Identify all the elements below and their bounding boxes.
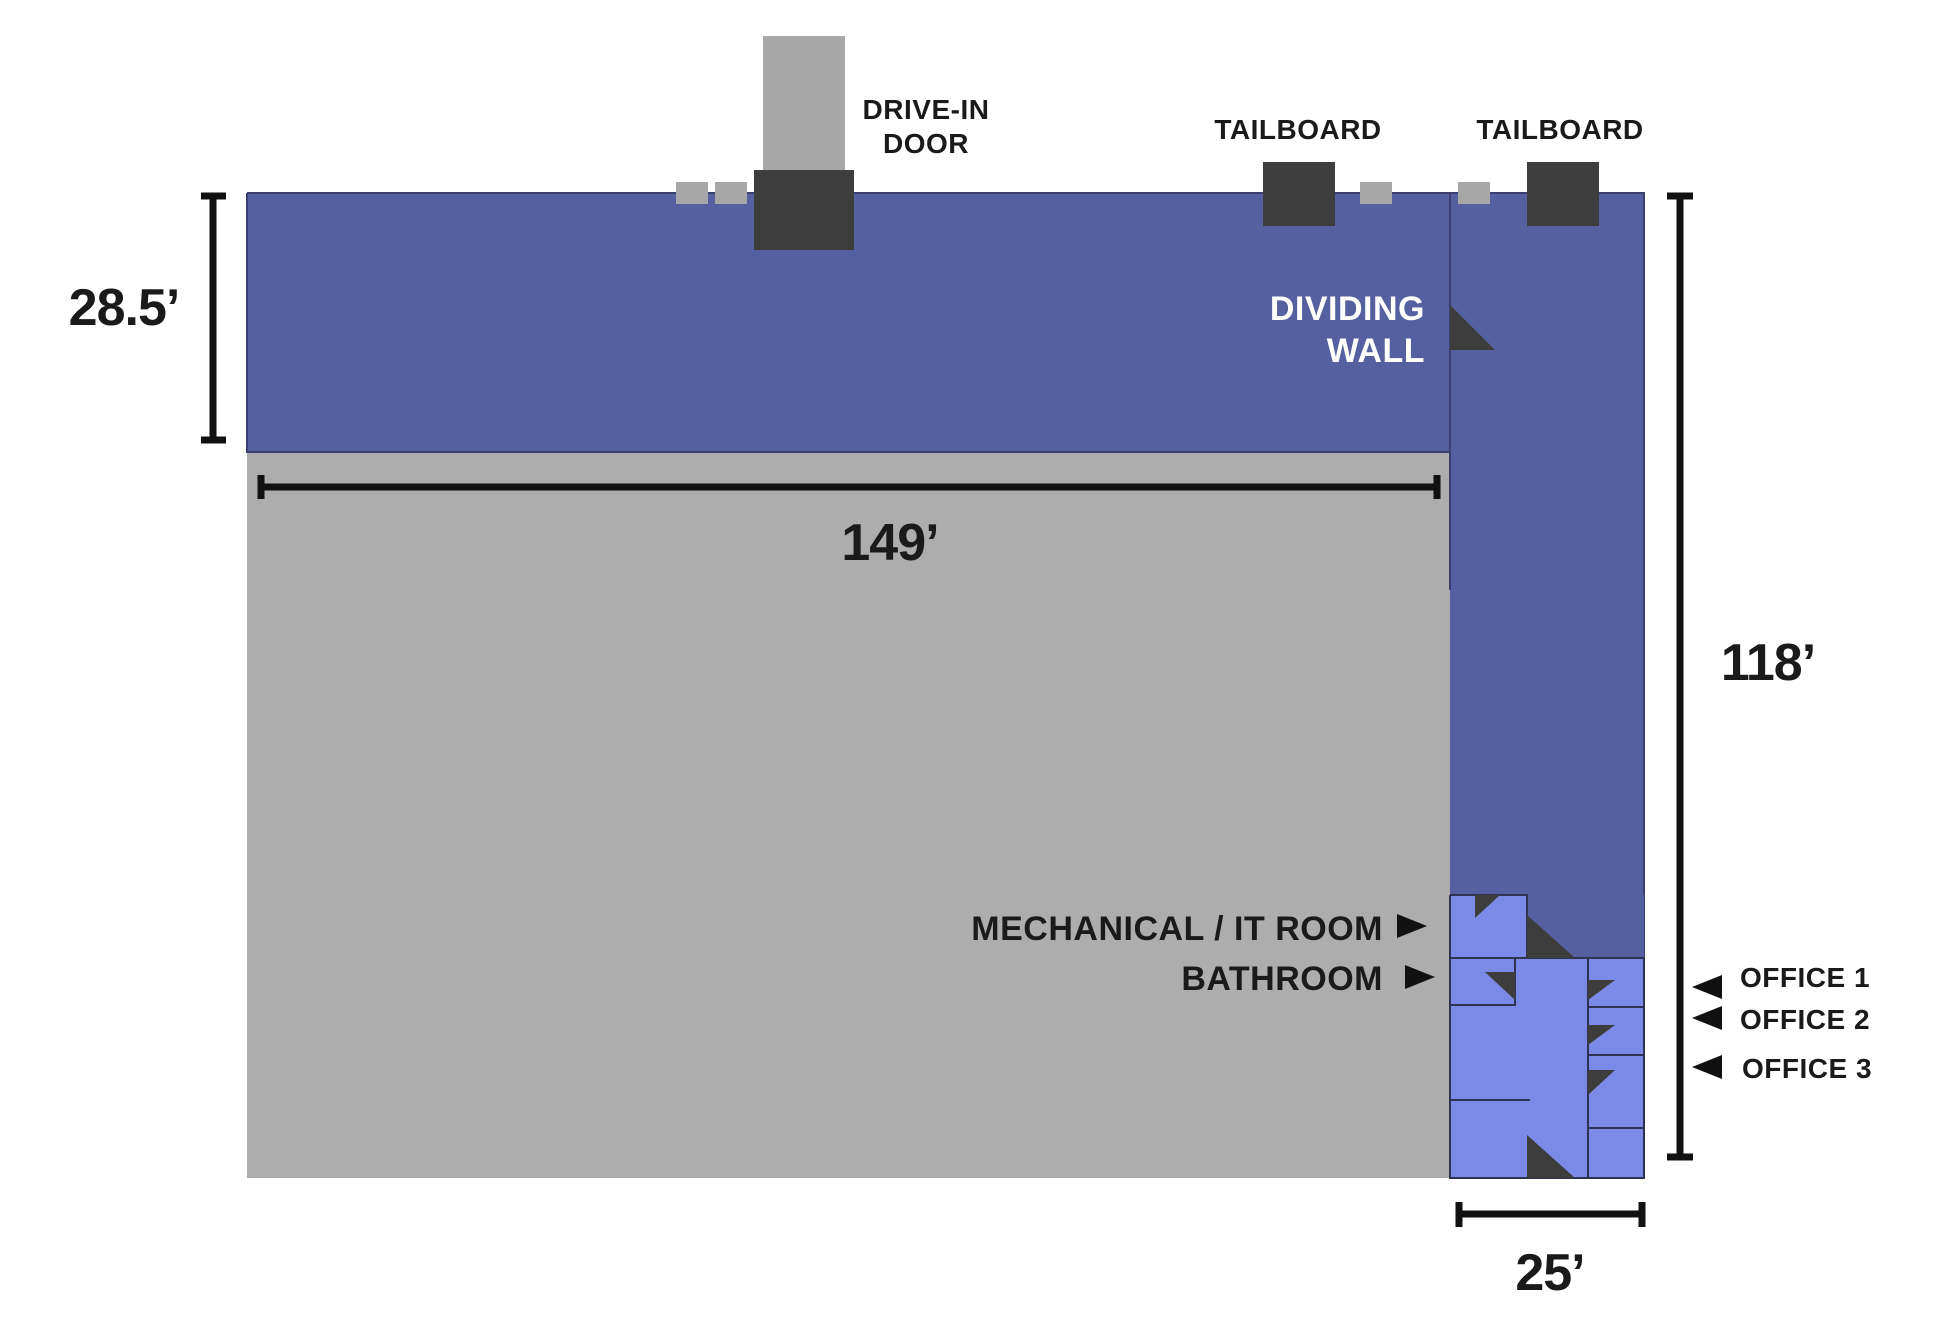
drive-in-door-label-line1: DRIVE-IN bbox=[863, 94, 990, 125]
drive-in-door-ramp bbox=[763, 36, 845, 171]
pointer-icons bbox=[1397, 914, 1722, 1079]
tailboard-label-1: TAILBOARD bbox=[1214, 114, 1381, 145]
tailboard-door-2 bbox=[1527, 162, 1599, 226]
dimension-label-right: 118’ bbox=[1721, 634, 1815, 692]
drive-in-door-label-line2: DOOR bbox=[883, 128, 969, 159]
dimension-line-bottom bbox=[1455, 1202, 1646, 1227]
dimension-label-top: 149’ bbox=[841, 514, 938, 572]
door-bumper bbox=[715, 182, 747, 204]
mechanical-it-room-label: MECHANICAL / IT ROOM bbox=[971, 910, 1383, 948]
dimension-line-left bbox=[201, 192, 226, 444]
left-triangle-icon bbox=[1692, 975, 1722, 999]
left-triangle-icon bbox=[1692, 1006, 1722, 1030]
grey-area bbox=[247, 452, 1450, 1178]
dividing-wall-label-line2: WALL bbox=[1327, 332, 1425, 370]
bathroom-label: BATHROOM bbox=[1181, 960, 1383, 998]
door-bumper bbox=[676, 182, 708, 204]
dimension-line-top bbox=[257, 475, 1441, 499]
leased-right-band bbox=[1450, 193, 1644, 960]
tailboard-door-1 bbox=[1263, 162, 1335, 226]
office-2-label: OFFICE 2 bbox=[1740, 1004, 1870, 1035]
office-3-label: OFFICE 3 bbox=[1742, 1053, 1872, 1084]
door-swing-icon bbox=[1475, 895, 1615, 1178]
door-bumper bbox=[1360, 182, 1392, 204]
door-swing-icon bbox=[1450, 305, 1495, 350]
dimension-label-left: 28.5’ bbox=[69, 279, 180, 337]
right-triangle-icon bbox=[1405, 965, 1435, 989]
office-1-label: OFFICE 1 bbox=[1740, 962, 1870, 993]
leased-outline bbox=[246, 192, 1645, 960]
tailboard-label-2: TAILBOARD bbox=[1476, 114, 1643, 145]
door-bumper bbox=[1458, 182, 1490, 204]
right-triangle-icon bbox=[1397, 914, 1427, 938]
dividing-wall-label-line1: DIVIDING bbox=[1270, 290, 1425, 328]
left-triangle-icon bbox=[1692, 1055, 1722, 1079]
dimension-lines bbox=[201, 192, 1693, 1227]
dimension-label-bottom: 25’ bbox=[1515, 1244, 1584, 1302]
drive-in-door bbox=[754, 170, 854, 250]
dimension-line-right bbox=[1667, 192, 1693, 1161]
